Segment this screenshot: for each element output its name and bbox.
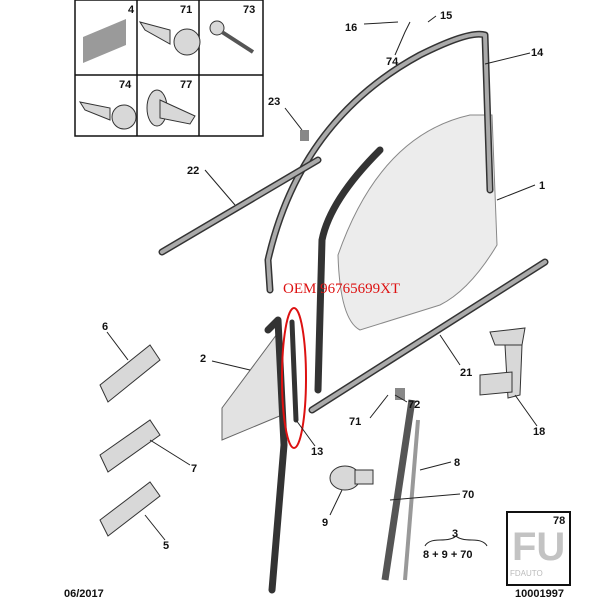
kit-label-71: 71	[180, 4, 192, 16]
callout-72: 72	[408, 399, 420, 411]
callout-21: 21	[460, 367, 472, 379]
callout-23: 23	[268, 96, 280, 108]
kit-label-4: 4	[128, 4, 135, 16]
rivet-73	[209, 20, 255, 54]
window-regulator-8	[381, 388, 420, 581]
callout-5: 5	[163, 540, 169, 552]
diagram-date: 06/2017	[64, 588, 104, 600]
door-glass-1	[337, 114, 498, 331]
kit-grid: 4 71 73 74 77	[74, 0, 264, 137]
clip-screw-77	[146, 89, 196, 127]
switch-panel-6	[99, 344, 161, 403]
kit-label-73: 73	[243, 4, 255, 16]
callout-9: 9	[322, 517, 328, 529]
callout-13: 13	[311, 446, 323, 458]
glass-channel-13	[264, 316, 288, 594]
kit-label-77: 77	[180, 79, 192, 91]
screw-74	[78, 101, 137, 130]
callout-15: 15	[440, 10, 452, 22]
adhesive-pad-4	[83, 19, 126, 63]
callout-70: 70	[462, 489, 474, 501]
callout-8: 8	[454, 457, 460, 469]
callout-74: 74	[386, 56, 399, 68]
clip-23	[300, 130, 309, 141]
assembly-formula: 8 + 9 + 70	[423, 549, 473, 561]
callout-1: 1	[539, 180, 545, 192]
oem-highlight-ellipse	[281, 307, 307, 449]
watermark-text: FDAUTO	[510, 569, 543, 578]
motor-9	[329, 465, 374, 491]
channel-strip-13	[289, 319, 299, 423]
callout-16: 16	[345, 22, 357, 34]
callout-18: 18	[533, 426, 545, 438]
callout-14: 14	[531, 47, 544, 59]
switch-panel-7	[99, 419, 161, 473]
callout-22: 22	[187, 165, 199, 177]
callout-71: 71	[349, 416, 361, 428]
quarter-glass-2	[221, 328, 283, 441]
callout-78: 78	[553, 515, 565, 527]
watermark-logo: FU	[512, 525, 565, 569]
screw-71	[138, 21, 201, 56]
document-number: 10001997	[515, 588, 564, 600]
logo-box-78: FU FDAUTO 78	[506, 511, 571, 586]
kit-label-74: 74	[119, 79, 132, 91]
oem-part-number: OEM 96765699XT	[283, 281, 400, 297]
bracket-18	[479, 327, 526, 399]
callout-3: 3	[452, 528, 458, 540]
switch-panel-5	[99, 481, 161, 537]
callout-6: 6	[102, 321, 108, 333]
leader-lines	[106, 15, 538, 547]
callout-2: 2	[200, 353, 206, 365]
pillar-seal	[314, 146, 384, 394]
callout-7: 7	[191, 463, 197, 475]
